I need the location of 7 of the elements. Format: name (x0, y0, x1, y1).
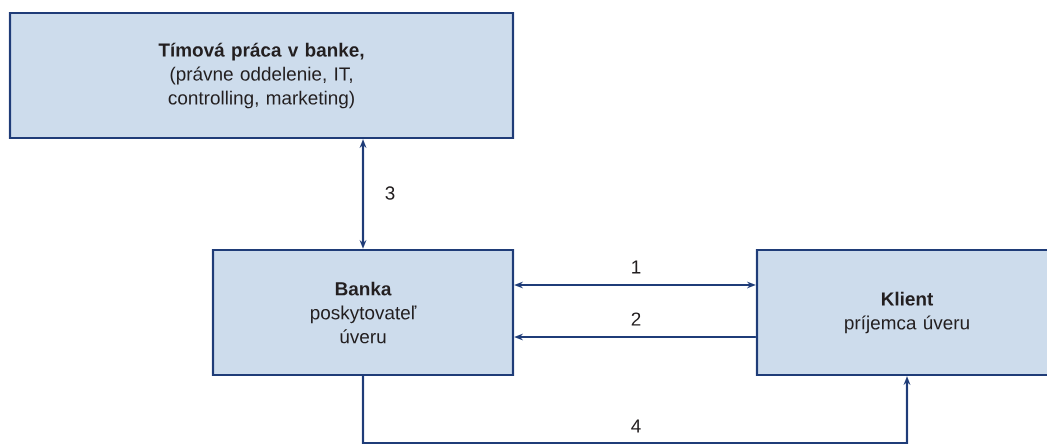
edge-label: 2 (631, 312, 641, 326)
process-box: Klient príjemca úveru (755, 248, 1047, 377)
process-box: Banka poskytovateľ úveru (211, 248, 515, 377)
process-box: Tímová práca v banke, (právne oddelenie, IT, controlling, marketing) (8, 11, 515, 140)
edge-label: 1 (632, 260, 641, 274)
edge-label: 3 (385, 186, 395, 200)
edge-label: 4 (631, 419, 641, 433)
